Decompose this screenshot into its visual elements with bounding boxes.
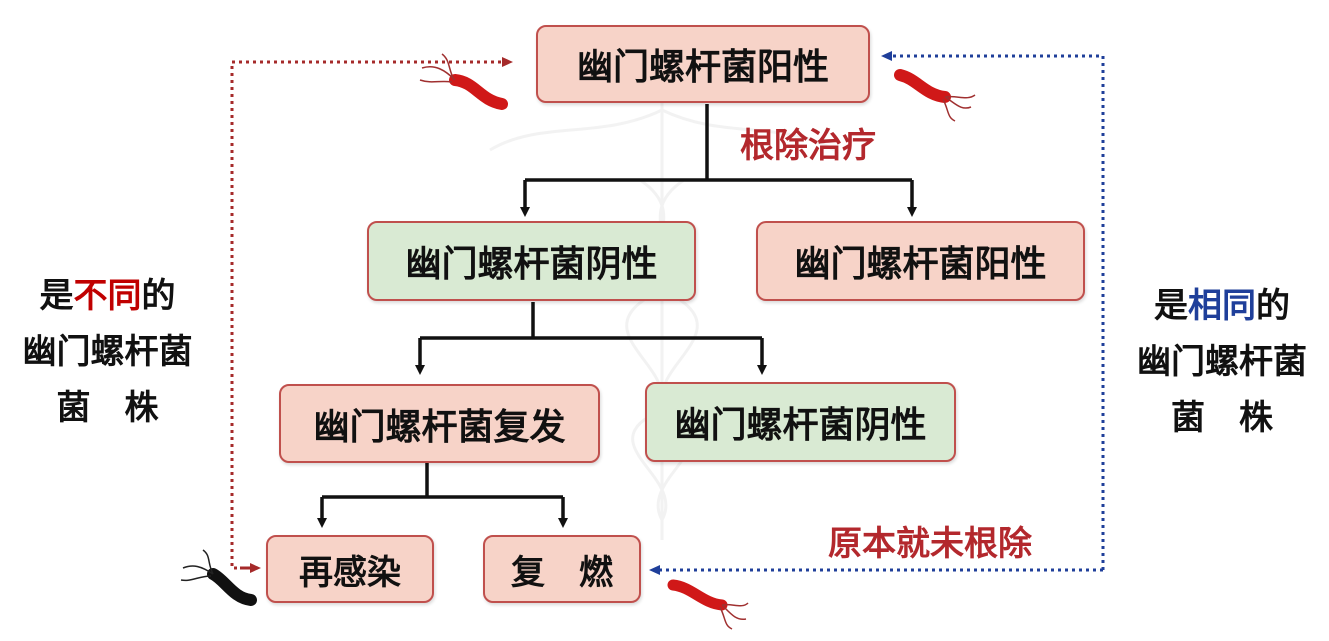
right-dotted-arrow [881,51,1105,570]
right-strain-note-line2: 幽门螺杆菌 [1137,342,1307,382]
left-strain-note-line2: 幽门螺杆菌 [22,332,193,372]
left-strain-note: 是不同的 幽门螺杆菌 菌 株 [0,268,215,436]
node-top-positive-label: 幽门螺杆菌阳性 [576,47,829,88]
bacterium-icon [667,579,749,630]
node-recrudescence-label: 复 燃 [511,552,613,593]
bacterium-icon [180,549,257,606]
node-positive-2: 幽门螺杆菌阳性 [756,221,1085,301]
node-negative-2: 幽门螺杆菌阴性 [645,382,956,462]
right-strain-note: 是相同的 幽门螺杆菌 菌 株 [1115,278,1329,446]
node-recrudescence: 复 燃 [483,535,641,603]
label-eradication-therapy: 根除治疗 [740,126,876,166]
left-strain-note-line3: 菌 株 [56,388,159,428]
left-dotted-arrow [230,57,513,570]
right-strain-note-line1: 是相同的 [1154,286,1290,326]
label-not-eradicated: 原本就未根除 [828,524,1032,564]
node-negative-1-label: 幽门螺杆菌阴性 [405,244,658,285]
left-strain-note-line1: 是不同的 [39,276,176,316]
node-negative-2-label: 幽门螺杆菌阴性 [674,405,927,446]
bacterium-icon [894,69,976,122]
node-reinfection: 再感染 [266,535,434,603]
bacterium-icon [419,53,508,110]
tree-connectors [317,104,917,528]
node-positive-2-label: 幽门螺杆菌阳性 [794,244,1047,285]
node-reinfection-label: 再感染 [299,552,401,593]
node-top-positive: 幽门螺杆菌阳性 [536,25,870,103]
right-strain-note-line3: 菌 株 [1171,398,1273,438]
node-relapse: 幽门螺杆菌复发 [279,384,600,463]
node-relapse-label: 幽门螺杆菌复发 [313,406,566,448]
node-negative-1: 幽门螺杆菌阴性 [367,221,696,301]
